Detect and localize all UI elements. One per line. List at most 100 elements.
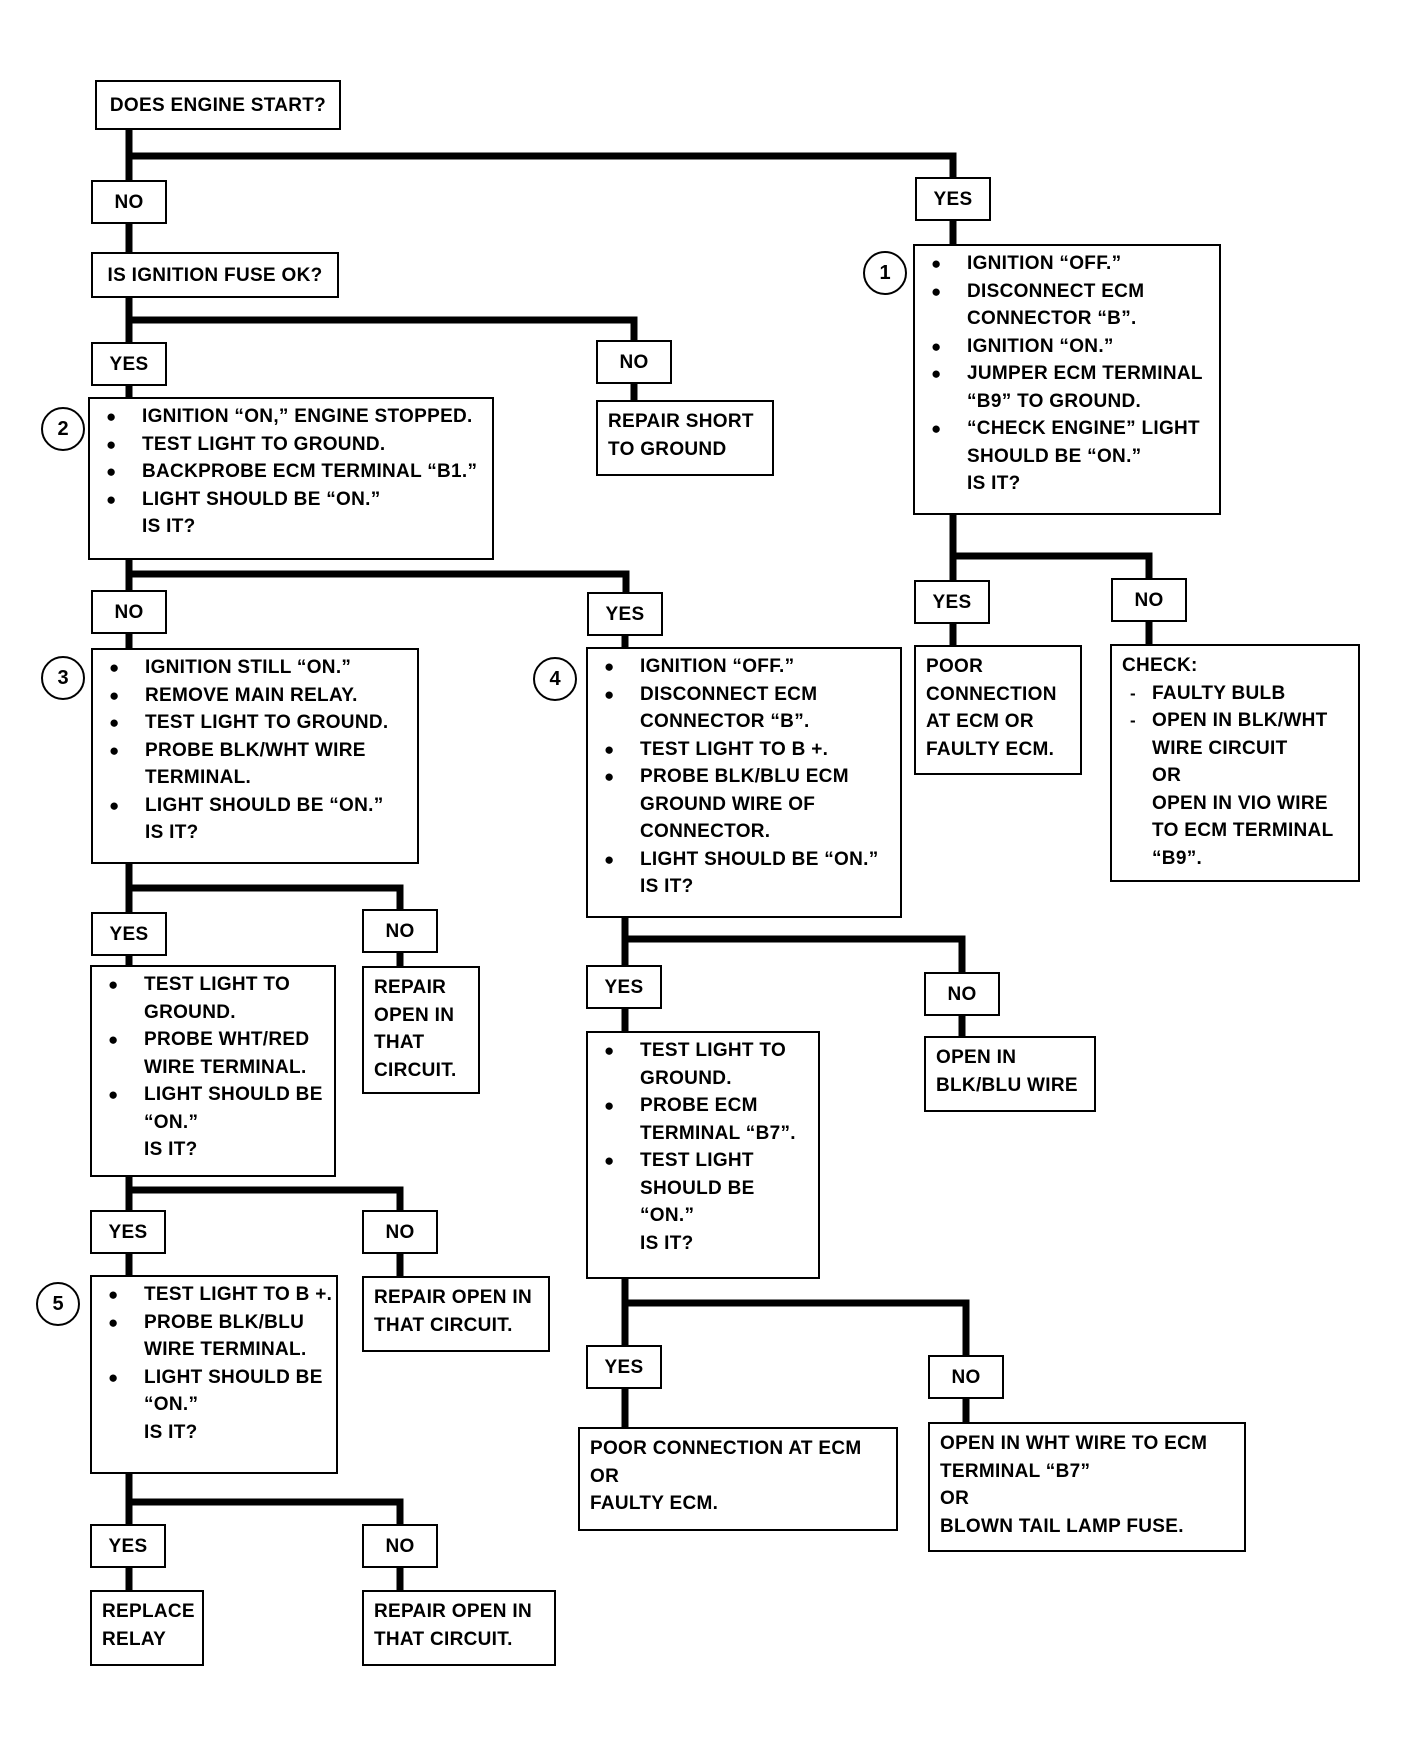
step-5-line: ●LIGHT SHOULD BE <box>104 1364 328 1392</box>
bullet-icon: ● <box>931 364 942 383</box>
poor-connection-box: POOR CONNECTION AT ECM OR FAULTY ECM. <box>914 645 1082 775</box>
check-item: -OPEN IN BLK/WHT <box>1122 707 1348 735</box>
open-wht-wire-text: OPEN IN WHT WIRE TO ECM TERMINAL “B7” OR… <box>940 1433 1208 1537</box>
step-4-marker: 4 <box>533 657 577 701</box>
step-3b-line: WIRE TERMINAL. <box>144 1056 307 1078</box>
repair-open-box-2: REPAIR OPEN IN THAT CIRCUIT. <box>362 1276 550 1352</box>
bullet-icon: ● <box>604 1151 615 1170</box>
step-1-line: ●IGNITION “OFF.” <box>927 250 1211 278</box>
step-2-line: ●IGNITION “ON,” ENGINE STOPPED. <box>102 403 484 431</box>
step-3b-line: ●TEST LIGHT TO <box>104 971 326 999</box>
step-3-line: ●LIGHT SHOULD BE “ON.” <box>105 792 409 820</box>
bullet-icon: ● <box>109 740 120 760</box>
open-wht-wire-box: OPEN IN WHT WIRE TO ECM TERMINAL “B7” OR… <box>928 1422 1246 1552</box>
step-2-marker: 2 <box>41 407 85 451</box>
dash-icon: - <box>1130 711 1136 730</box>
step-3-line: ●TEST LIGHT TO GROUND. <box>105 709 409 737</box>
step-5-line: ●PROBE BLK/BLU <box>104 1309 328 1337</box>
step-3-no-label: NO <box>362 909 438 953</box>
step-2-no-label: NO <box>91 590 167 634</box>
step-4-line: GROUND WIRE OF <box>640 793 816 815</box>
step-2-line: ●TEST LIGHT TO GROUND. <box>102 431 484 459</box>
bullet-icon: ● <box>108 1030 119 1049</box>
bullet-icon: ● <box>109 795 120 815</box>
start-question-box: DOES ENGINE START? <box>95 80 341 130</box>
step-3-line: ●PROBE BLK/WHT WIRE <box>105 737 409 765</box>
step-4-line: ●PROBE BLK/BLU ECM <box>600 763 892 791</box>
step-2-line: ●BACKPROBE ECM TERMINAL “B1.” <box>102 458 484 486</box>
step-4-question: IS IT? <box>640 876 694 897</box>
replace-relay-text: REPLACE RELAY <box>102 1601 195 1650</box>
step-1-line: ●IGNITION “ON.” <box>927 333 1211 361</box>
fuse-question-box: IS IGNITION FUSE OK? <box>91 252 339 298</box>
poor-connection-box-2: POOR CONNECTION AT ECM OR FAULTY ECM. <box>578 1427 898 1531</box>
check-tail-line: “B9”. <box>1152 847 1203 869</box>
step-3b-question: IS IT? <box>144 1139 198 1160</box>
step-3b-no-label: NO <box>362 1210 438 1254</box>
bullet-icon: ● <box>604 684 615 704</box>
step-4-line: ●TEST LIGHT TO B +. <box>600 736 892 764</box>
bullet-icon: ● <box>931 281 942 301</box>
repair-short-box: REPAIR SHORT TO GROUND <box>596 400 774 476</box>
step-5-marker: 5 <box>36 1282 80 1326</box>
step-4b-line: GROUND. <box>640 1067 732 1089</box>
step-5-line: ●TEST LIGHT TO B +. <box>104 1281 332 1309</box>
step-5-line: “ON.” <box>144 1394 199 1415</box>
check-tail-line: OPEN IN VIO WIRE <box>1152 792 1328 814</box>
check-or: OR <box>1152 765 1182 786</box>
bullet-icon: ● <box>604 657 615 676</box>
step-4b-line: ●TEST LIGHT TO <box>600 1037 810 1065</box>
step-2-box: ●IGNITION “ON,” ENGINE STOPPED. ●TEST LI… <box>88 397 494 560</box>
check-title: CHECK: <box>1122 655 1198 676</box>
step-4b-question: IS IT? <box>640 1232 694 1254</box>
step-4-yes-label: YES <box>586 965 662 1009</box>
step-2-line: ●LIGHT SHOULD BE “ON.” <box>102 486 484 514</box>
check-tail-line: TO ECM TERMINAL <box>1152 820 1334 841</box>
bullet-icon: ● <box>604 849 615 869</box>
step-4-line: CONNECTOR “B”. <box>640 711 810 732</box>
poor-connection-text: POOR CONNECTION AT ECM OR FAULTY ECM. <box>926 656 1057 760</box>
replace-relay-box: REPLACE RELAY <box>90 1590 204 1666</box>
bullet-icon: ● <box>108 1312 119 1332</box>
step-5-line: WIRE TERMINAL. <box>144 1339 307 1360</box>
fuse-yes-label: YES <box>91 342 167 386</box>
step-3-bullets: ●IGNITION STILL “ON.”●REMOVE MAIN RELAY.… <box>93 650 417 847</box>
step-2-yes-label: YES <box>587 592 663 636</box>
step-3-yes-label: YES <box>91 912 167 956</box>
poor-connection-text-2: POOR CONNECTION AT ECM OR FAULTY ECM. <box>590 1438 862 1514</box>
step-1-line: “B9” TO GROUND. <box>967 390 1142 412</box>
step-1-marker: 1 <box>863 251 907 295</box>
bullet-icon: ● <box>106 462 117 481</box>
step-4-line: ●LIGHT SHOULD BE “ON.” <box>600 846 892 874</box>
step-1-line: CONNECTOR “B”. <box>967 308 1137 329</box>
step-3-line: ●REMOVE MAIN RELAY. <box>105 682 409 710</box>
check-item: -FAULTY BULB <box>1122 680 1348 708</box>
step-1-line: ●DISCONNECT ECM <box>927 278 1211 306</box>
dash-icon: - <box>1130 683 1136 703</box>
step-3-marker: 3 <box>41 656 85 700</box>
bullet-icon: ● <box>106 434 117 454</box>
step-4b-line: TERMINAL “B7”. <box>640 1122 796 1144</box>
step-4-line: ●DISCONNECT ECM <box>600 681 892 709</box>
repair-open-box-1: REPAIR OPEN IN THAT CIRCUIT. <box>362 966 480 1094</box>
bullet-icon: ● <box>106 489 117 509</box>
bullet-icon: ● <box>931 254 942 273</box>
step-1-line: SHOULD BE “ON.” <box>967 445 1142 467</box>
step-3b-line: GROUND. <box>144 1001 236 1023</box>
bullet-icon: ● <box>604 1096 615 1115</box>
bullet-icon: ● <box>108 975 119 994</box>
bullet-icon: ● <box>106 407 117 426</box>
repair-short-text: REPAIR SHORT TO GROUND <box>608 411 754 460</box>
step-3b-line: ●PROBE WHT/RED <box>104 1026 326 1054</box>
fuse-no-label: NO <box>596 340 672 384</box>
bullet-icon: ● <box>109 713 120 732</box>
